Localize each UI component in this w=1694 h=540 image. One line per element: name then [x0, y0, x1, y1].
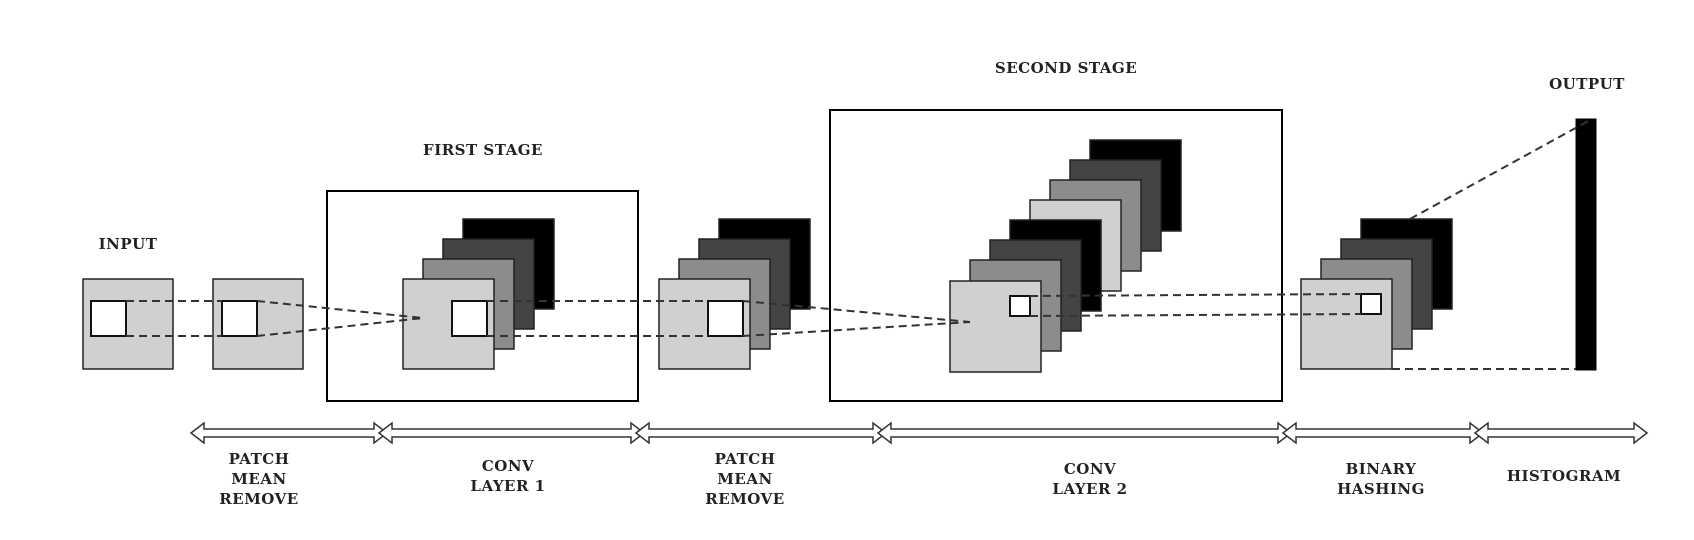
arrow-conv-layer-2 — [876, 421, 1293, 445]
second-stage-box — [829, 109, 1283, 402]
input-patch — [90, 300, 127, 337]
step-label-patch-mean-remove-1: PATCH MEAN REMOVE — [219, 450, 298, 508]
step-label-line: HISTOGRAM — [1507, 467, 1621, 485]
step-label-line: CONV — [482, 457, 534, 475]
step-label-conv-layer-2: CONV LAYER 2 — [1052, 460, 1127, 498]
hash-patch — [1360, 293, 1382, 315]
step-label-line: PATCH — [715, 450, 776, 468]
step-label-patch-mean-remove-2: PATCH MEAN REMOVE — [705, 450, 784, 508]
step-label-line: MEAN — [231, 470, 286, 488]
step-label-line: CONV — [1064, 460, 1116, 478]
second-stage-label: SECOND STAGE — [995, 59, 1137, 77]
conv2-feature-maps — [949, 139, 1182, 373]
arrow-patch-mean-remove-1 — [189, 421, 389, 445]
step-label-line: LAYER 1 — [470, 477, 545, 495]
conv1-feature-maps — [402, 218, 555, 370]
conv2-patch — [1009, 295, 1031, 317]
step-label-binary-hashing: BINARY HASHING — [1337, 460, 1425, 498]
binary-hashing-maps — [1300, 218, 1453, 370]
arrow-patch-mean-remove-2 — [634, 421, 888, 445]
step-label-histogram: HISTOGRAM — [1507, 467, 1621, 485]
arrow-conv-layer-1 — [377, 421, 646, 445]
first-stage-label: FIRST STAGE — [423, 141, 543, 159]
first-stage-box — [326, 190, 639, 402]
output-histogram-bar — [1575, 118, 1597, 371]
step-label-line: REMOVE — [705, 490, 784, 508]
input-label: INPUT — [99, 235, 158, 253]
step-label-line: MEAN — [717, 470, 772, 488]
step-label-line: REMOVE — [219, 490, 298, 508]
mean-patch-1 — [221, 300, 258, 337]
step-label-line: HASHING — [1337, 480, 1425, 498]
input-image — [82, 278, 174, 370]
step-label-line: BINARY — [1346, 460, 1417, 478]
mean-patch-2 — [707, 300, 744, 337]
conv1-patch — [451, 300, 488, 337]
patch-mean-maps-2 — [658, 218, 811, 370]
step-label-line: LAYER 2 — [1052, 480, 1127, 498]
step-arrows — [189, 421, 1649, 445]
arrow-binary-hashing — [1281, 421, 1485, 445]
output-label: OUTPUT — [1549, 75, 1625, 93]
dashed-connectors — [126, 118, 1593, 370]
step-label-line: PATCH — [229, 450, 290, 468]
step-label-conv-layer-1: CONV LAYER 1 — [470, 457, 545, 495]
arrow-histogram — [1473, 421, 1649, 445]
patch-mean-image-1 — [212, 278, 304, 370]
